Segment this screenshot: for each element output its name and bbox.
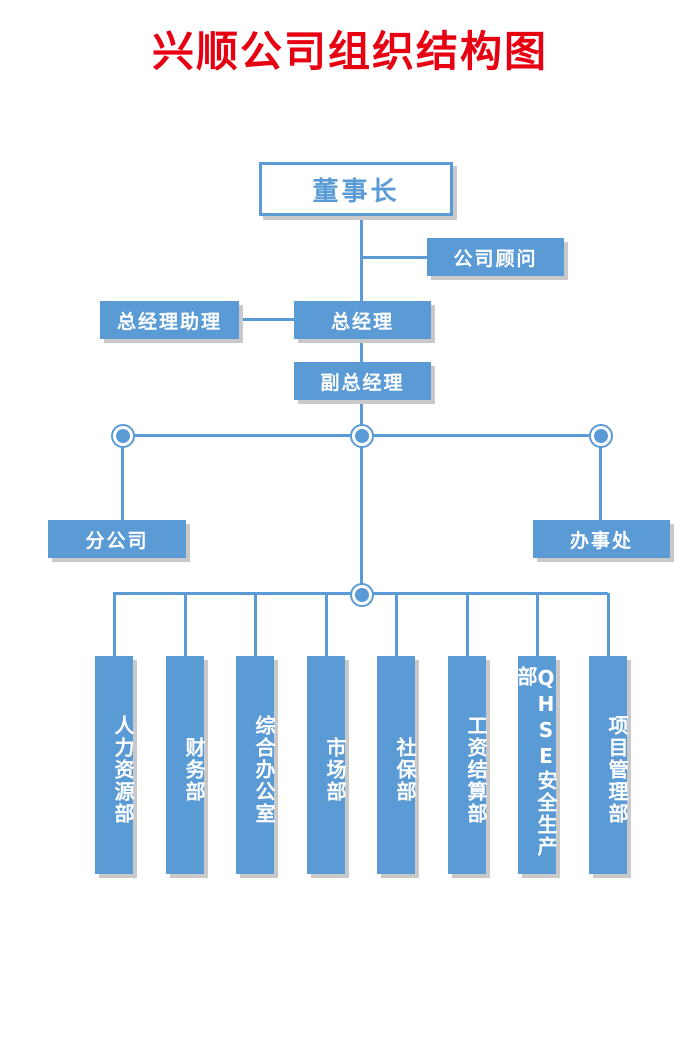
node-deputy-gm: 副总经理 bbox=[294, 362, 431, 400]
connector-hub-departments bbox=[360, 436, 363, 594]
connector-assistant bbox=[240, 318, 296, 321]
node-department: 项目管理部 bbox=[589, 656, 629, 874]
node-chairman: 董事长 bbox=[259, 162, 453, 216]
node-department: 综合办公室 bbox=[236, 656, 276, 874]
connector-consultant bbox=[362, 256, 428, 259]
node-general-manager: 总经理 bbox=[294, 301, 431, 339]
node-office: 办事处 bbox=[533, 520, 670, 558]
node-department: 财务部 bbox=[166, 656, 206, 874]
connector-department-1 bbox=[183, 593, 187, 656]
node-consultant: 公司顾问 bbox=[427, 238, 564, 276]
chart-title: 兴顺公司组织结构图 bbox=[151, 27, 548, 76]
junction-dot-center bbox=[352, 426, 372, 446]
connector-department-2 bbox=[253, 593, 257, 656]
node-department: 社保部 bbox=[377, 656, 417, 874]
node-department: 工资结算部 bbox=[448, 656, 488, 874]
connector-branch-down bbox=[121, 436, 124, 520]
connector-department-6 bbox=[535, 593, 539, 656]
connector-gm-deputy bbox=[360, 338, 363, 363]
connector-chairman-gm bbox=[360, 214, 363, 302]
junction-dot-left bbox=[113, 426, 133, 446]
connector-department-5 bbox=[465, 593, 469, 656]
junction-dot-right bbox=[591, 426, 611, 446]
connector-deputy-hub bbox=[360, 400, 363, 435]
node-department: QHSE安全生产部 bbox=[514, 656, 558, 874]
node-department: 人力资源部 bbox=[95, 656, 135, 874]
connector-office-down bbox=[599, 436, 602, 520]
connector-department-3 bbox=[324, 593, 328, 656]
connector-department-7 bbox=[606, 593, 610, 656]
node-branch: 分公司 bbox=[48, 520, 186, 558]
node-gm-assistant: 总经理助理 bbox=[100, 301, 239, 339]
connector-department-0 bbox=[112, 593, 116, 656]
connector-department-4 bbox=[394, 593, 398, 656]
junction-dot-departments bbox=[352, 585, 372, 605]
node-department: 市场部 bbox=[307, 656, 347, 874]
